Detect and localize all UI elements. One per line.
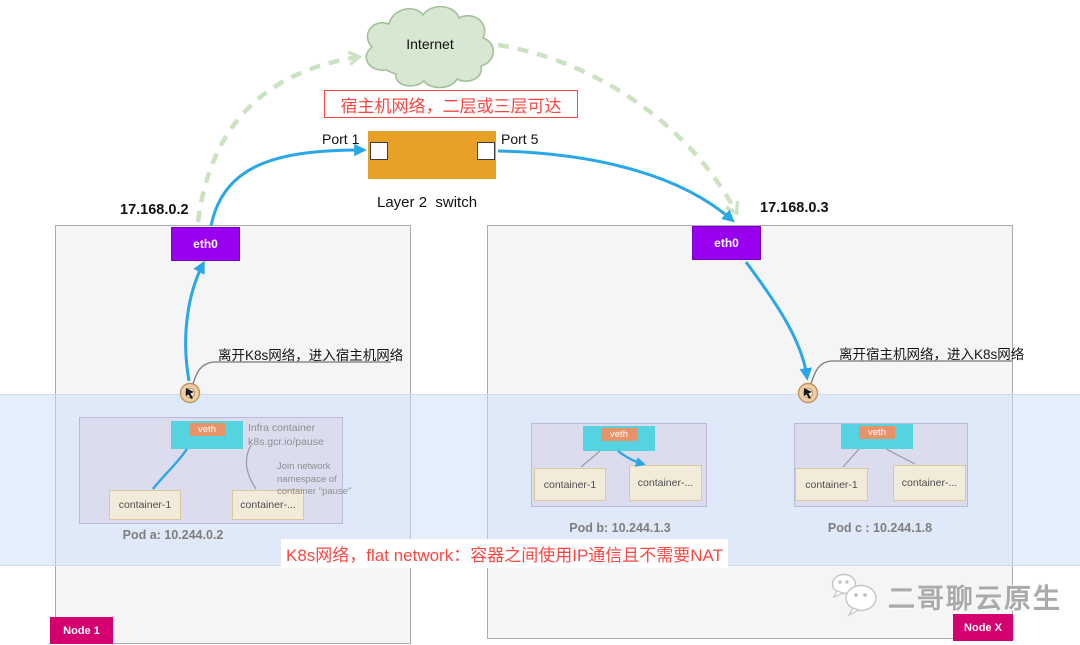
leave-host-note: 离开宿主机网络，进入K8s网络 <box>839 347 1025 362</box>
port-5-label: Port 5 <box>501 131 539 147</box>
infra-note-line1: Infra container <box>248 422 316 434</box>
node-1-ip: 17.168.0.2 <box>120 202 189 218</box>
internet-label: Internet <box>406 36 454 52</box>
internet-cloud: Internet <box>352 2 508 90</box>
pod-c-container-1: container-1 <box>795 468 868 501</box>
port-1-label: Port 1 <box>322 131 360 147</box>
layer2-switch <box>368 131 496 179</box>
k8s-network-note: K8s网络，flat network：容器之间使用IP通信且不需要NAT <box>281 539 729 568</box>
wechat-bubbles-icon <box>831 573 877 617</box>
arrow-eth0-left-to-port1 <box>209 143 367 227</box>
node-x-ip: 17.168.0.3 <box>760 200 829 216</box>
pod-b-veth-tag: veth <box>601 428 637 441</box>
pod-b-veth-box: veth <box>583 426 655 451</box>
pod-a-veth-tag: veth <box>189 423 225 436</box>
join-note-line1: Join network <box>277 461 331 472</box>
switch-label: Layer 2 switch <box>377 194 478 211</box>
pod-c-veth-box: veth <box>841 424 913 449</box>
watermark-text: 二哥聊云原生 <box>888 583 1062 614</box>
pod-b-container-1: container-1 <box>534 468 606 501</box>
pod-b-label: Pod b: 10.244.1.3 <box>569 521 671 535</box>
arrow-port5-to-eth0-right <box>497 149 735 223</box>
node-x-badge: Node X <box>953 614 1013 641</box>
watermark: 二哥聊云原生 <box>830 572 1062 620</box>
host-network-note: 宿主机网络，二层或三层可达 <box>324 90 578 118</box>
leave-k8s-note: 离开K8s网络，进入宿主机网络 <box>218 348 404 363</box>
eth0-left: eth0 <box>171 227 240 261</box>
join-note-line3: container "pause" <box>277 486 352 497</box>
pod-c-label: Pod c : 10.244.1.8 <box>827 521 933 535</box>
infra-container-note: Infra container k8s.gcr.io/pause <box>248 421 324 449</box>
pod-a-container-1: container-1 <box>109 490 181 520</box>
pod-c-container-2: container-... <box>893 465 966 501</box>
pod-a-container-2: container-... <box>232 490 304 520</box>
join-note-line2: namespace of <box>277 473 337 485</box>
join-namespace-note: Join network namespace of container "pau… <box>277 461 351 499</box>
pod-c-veth-tag: veth <box>859 426 895 439</box>
pod-b-container-2: container-... <box>629 465 702 501</box>
pod-a-label: Pod a: 10.244.0.2 <box>122 528 224 542</box>
eth0-right: eth0 <box>692 226 761 260</box>
switch-port-1 <box>370 142 388 160</box>
node-1-badge: Node 1 <box>50 617 113 644</box>
dashed-arrow-internet-to-right <box>497 42 736 212</box>
pod-a-veth-box: veth <box>171 421 243 449</box>
switch-port-5 <box>477 142 495 160</box>
infra-note-line2: k8s.gcr.io/pause <box>248 436 324 448</box>
cloud-shape <box>365 5 495 89</box>
